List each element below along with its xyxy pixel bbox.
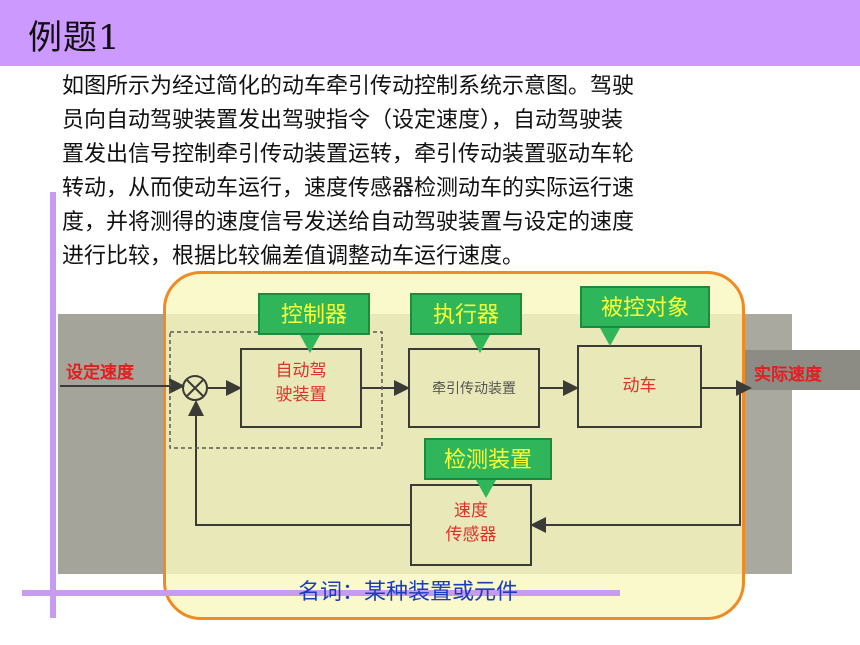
callout-tail	[476, 480, 496, 498]
slide-title: 例题1	[28, 18, 121, 58]
decor-horizontal-line	[22, 590, 620, 596]
auto-drive-label-line2: 驶装置	[275, 385, 327, 405]
output-label-background	[745, 350, 860, 390]
sensor-label-line2: 传感器	[445, 525, 497, 545]
sensor-label-line1: 速度	[454, 501, 488, 521]
callout-actuator-text: 执行器	[432, 303, 499, 328]
problem-paragraph: 如图所示为经过简化的动车牵引传动控制系统示意图。驾驶 员向自动驾驶装置发出驾驶指…	[62, 70, 832, 274]
paragraph-line: 进行比较，根据比较偏差值调整动车运行速度。	[62, 244, 525, 269]
diagram-photo-left-strip	[58, 314, 166, 574]
paragraph-line: 置发出信号控制牵引传动装置运转，牵引传动装置驱动车轮	[62, 142, 635, 167]
auto-drive-block: 自动驾 驶装置	[240, 348, 362, 428]
paragraph-line: 员向自动驾驶装置发出驾驶指令（设定速度），自动驾驶装	[62, 108, 624, 133]
definition-note: 名词：某种装置或元件	[298, 580, 519, 605]
callout-actuator: 执行器	[410, 293, 522, 353]
train-label: 动车	[622, 376, 657, 396]
title-bar: 例题1	[0, 0, 860, 66]
auto-drive-label-line1: 自动驾	[275, 361, 327, 381]
paragraph-line: 如图所示为经过简化的动车牵引传动控制系统示意图。驾驶	[62, 74, 635, 99]
traction-block: 牵引传动装置	[408, 348, 540, 428]
callout-measuring-device-text: 检测装置	[443, 448, 532, 473]
paragraph-line: 转动，从而使动车运行，速度传感器检测动车的实际运行速	[62, 176, 635, 201]
callout-controlled-object-text: 被控对象	[600, 296, 689, 321]
callout-controller-text: 控制器	[280, 303, 347, 328]
traction-label: 牵引传动装置	[432, 381, 516, 397]
decor-vertical-line	[50, 192, 56, 618]
callout-tail	[470, 335, 490, 353]
input-label: 设定速度	[66, 363, 134, 383]
callout-tail	[300, 335, 320, 353]
callout-tail	[600, 328, 620, 346]
train-block: 动车	[577, 345, 702, 428]
callout-controller: 控制器	[258, 293, 370, 353]
output-label: 实际速度	[754, 365, 822, 385]
sensor-block: 速度 传感器	[410, 484, 532, 566]
callout-controlled-object: 被控对象	[580, 286, 710, 346]
paragraph-line: 度，并将测得的速度信号发送给自动驾驶装置与设定的速度	[62, 210, 635, 235]
callout-measuring-device: 检测装置	[424, 438, 552, 498]
